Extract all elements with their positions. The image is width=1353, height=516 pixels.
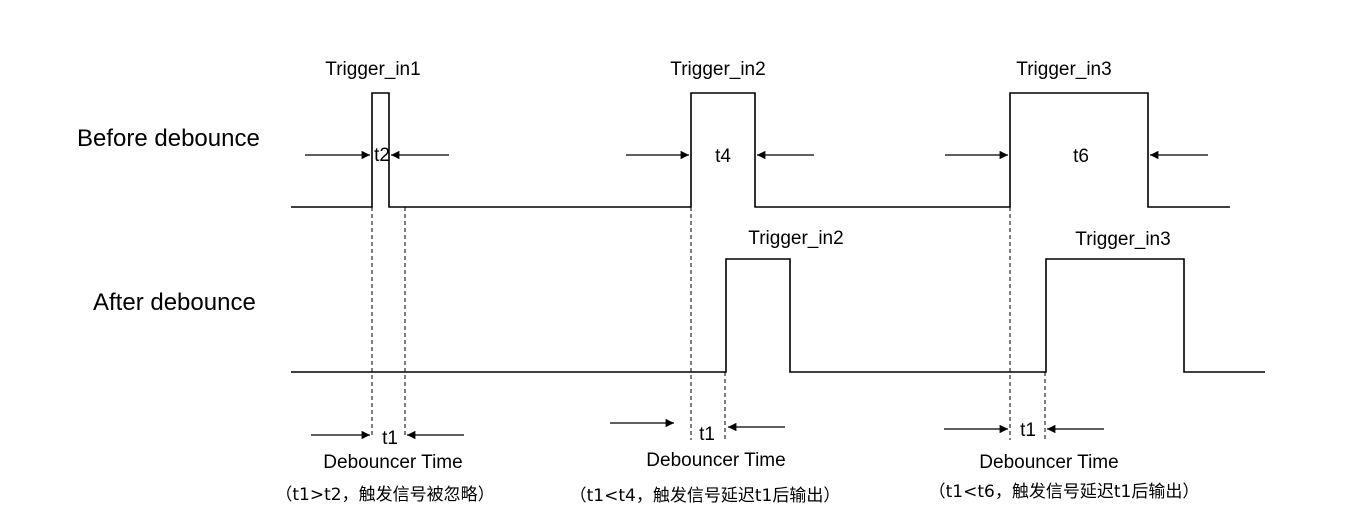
pulse-label-trigger-in3: Trigger_in3: [1016, 59, 1111, 80]
width-label-t6: t6: [1073, 146, 1089, 167]
debounce-note-3: （t1<t6，触发信号延迟t1后输出）: [929, 482, 1200, 502]
waveform-before: [291, 92, 1230, 208]
waveform-after: [291, 258, 1265, 373]
t1-label-1: t1: [382, 428, 398, 449]
debouncer-time-title-1: Debouncer Time: [323, 452, 462, 473]
row-label-before: Before debounce: [77, 125, 260, 152]
debouncer-time-title-3: Debouncer Time: [979, 452, 1118, 473]
pulse-label-trigger-in1: Trigger_in1: [325, 59, 420, 80]
pulse-label-trigger-in2: Trigger_in2: [670, 59, 765, 80]
t1-label-3: t1: [1020, 420, 1036, 441]
pulse-label-after-trigger-in2: Trigger_in2: [748, 228, 843, 249]
t1-label-2: t1: [699, 424, 715, 445]
row-label-after: After debounce: [93, 289, 256, 316]
width-label-t4: t4: [715, 146, 731, 167]
debounce-note-1: （t1>t2，触发信号被忽略）: [275, 485, 494, 505]
width-label-t2: t2: [374, 145, 390, 166]
debouncer-time-title-2: Debouncer Time: [646, 450, 785, 471]
pulse-label-after-trigger-in3: Trigger_in3: [1075, 229, 1170, 250]
debounce-note-2: （t1<t4，触发信号延迟t1后输出）: [570, 486, 841, 506]
